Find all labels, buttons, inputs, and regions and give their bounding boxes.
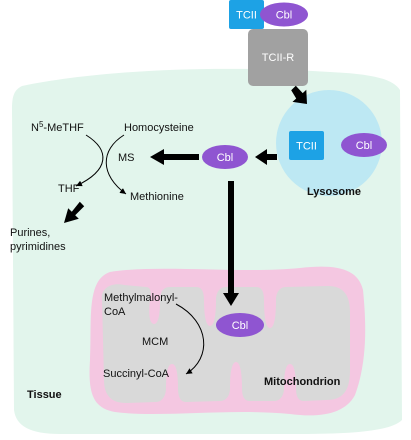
n5-methf-label: N5-MeTHF [31, 120, 84, 134]
curve-homocysteine-to-methionine [105, 134, 127, 195]
cbl-pill-top [260, 2, 308, 27]
tcii-label-lysosome: TCII [296, 141, 317, 153]
methylmalonyl-label-line2: CoA [104, 306, 126, 318]
lysosome [276, 90, 382, 196]
methylmalonyl-label-line1: Methylmalonyl- [104, 292, 178, 304]
arrow-receptor-to-lysosome [291, 85, 307, 104]
arrow-cbl-to-ms [150, 149, 199, 165]
cbl-label-lysosome: Cbl [356, 140, 373, 152]
tcii-receptor-label: TCII-R [262, 52, 294, 64]
tissue-label: Tissue [27, 389, 62, 401]
cbl-pill-lysosome [341, 133, 387, 157]
tcii-receptor [248, 29, 308, 86]
tcii-box-top [229, 0, 264, 29]
succinyl-coa-label: Succinyl-CoA [103, 368, 170, 380]
tcii-box-lysosome [289, 131, 324, 160]
cbl-label-top: Cbl [276, 10, 293, 22]
arrow-thf-to-purines [64, 201, 85, 223]
homocysteine-label: Homocysteine [124, 122, 194, 134]
cbl-pill-mitochondrion [216, 313, 264, 337]
curve-n5methf-to-thf [75, 134, 104, 187]
cbl-label-cytosol: Cbl [217, 152, 234, 164]
ms-enzyme-label: MS [118, 152, 135, 164]
arrow-lysosome-to-cbl [255, 149, 277, 165]
cbl-label-mitochondrion: Cbl [232, 320, 249, 332]
lysosome-label: Lysosome [307, 186, 361, 198]
curve-methylmalonyl-to-succinyl [175, 303, 205, 375]
n5-superscript: 5 [39, 120, 44, 129]
mitochondrion-cristae [101, 284, 350, 403]
purines-label-line2: pyrimidines [10, 241, 66, 253]
thf-label: THF [58, 183, 80, 195]
tcii-label-top: TCII [236, 10, 257, 22]
arrow-cbl-to-mitochondrion [223, 181, 239, 306]
mitochondrion-label: Mitochondrion [264, 376, 341, 388]
methionine-label: Methionine [130, 191, 184, 203]
purines-label-line1: Purines, [10, 227, 50, 239]
mcm-enzyme-label: MCM [142, 336, 168, 348]
cbl-pill-cytosol [202, 145, 248, 169]
